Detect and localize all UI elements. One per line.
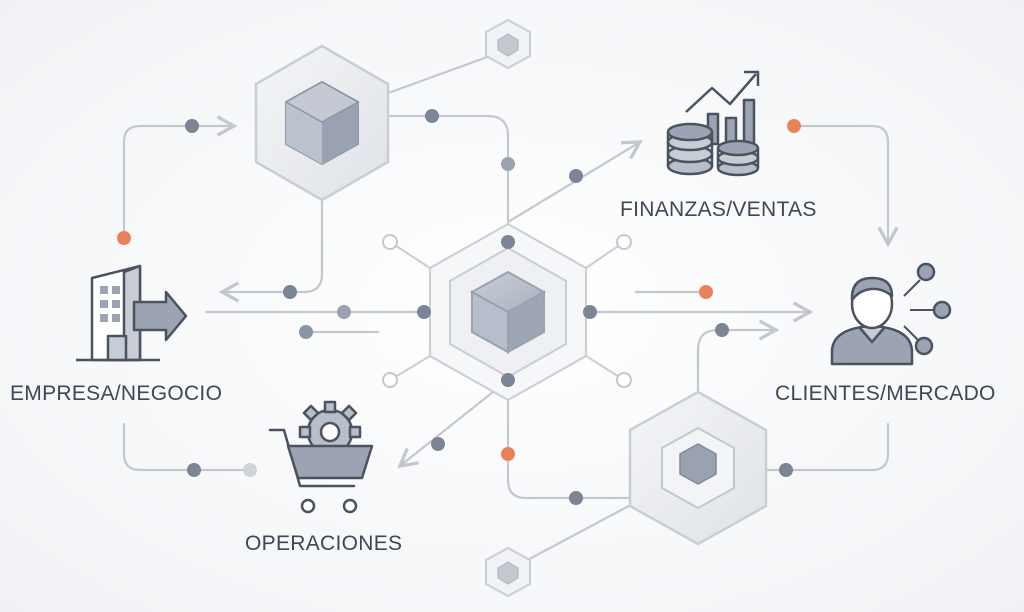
connector-center-down <box>506 378 632 500</box>
central-cube-right <box>507 290 545 354</box>
connector-empresa-to-operaciones <box>122 422 250 472</box>
small-hex-top <box>485 18 531 70</box>
finance-chart-icon <box>666 70 760 177</box>
connector-center-to-operaciones <box>397 378 510 469</box>
connector-lines <box>122 54 899 566</box>
connector-bottom-hex-to-small-hex <box>518 498 642 566</box>
top-hex-node <box>254 44 390 202</box>
connector-bottom-hex-up <box>696 319 780 394</box>
central-hub <box>389 200 625 424</box>
building-icon <box>76 264 188 362</box>
connector-top-hex-left-down <box>218 194 324 303</box>
connector-finanzas-to-clientes <box>794 124 899 248</box>
connector-top-hex-down <box>388 114 510 224</box>
label-clientes: CLIENTES/MERCADO <box>775 382 996 405</box>
connector-top-hex-to-small-hex <box>378 54 492 98</box>
connector-bottom-hex-to-clientes <box>764 422 890 472</box>
bottom-hex-node <box>628 390 768 546</box>
label-finanzas: FINANZAS/VENTAS <box>620 198 817 221</box>
connector-empresa-to-top-hex <box>122 115 238 240</box>
network-dots <box>117 109 801 505</box>
small-hex-bottom <box>485 546 531 598</box>
cart-gear-icon <box>268 400 374 514</box>
customer-network-icon <box>830 262 952 366</box>
label-empresa: EMPRESA/NEGOCIO <box>10 382 223 405</box>
label-operaciones: OPERACIONES <box>245 532 403 555</box>
